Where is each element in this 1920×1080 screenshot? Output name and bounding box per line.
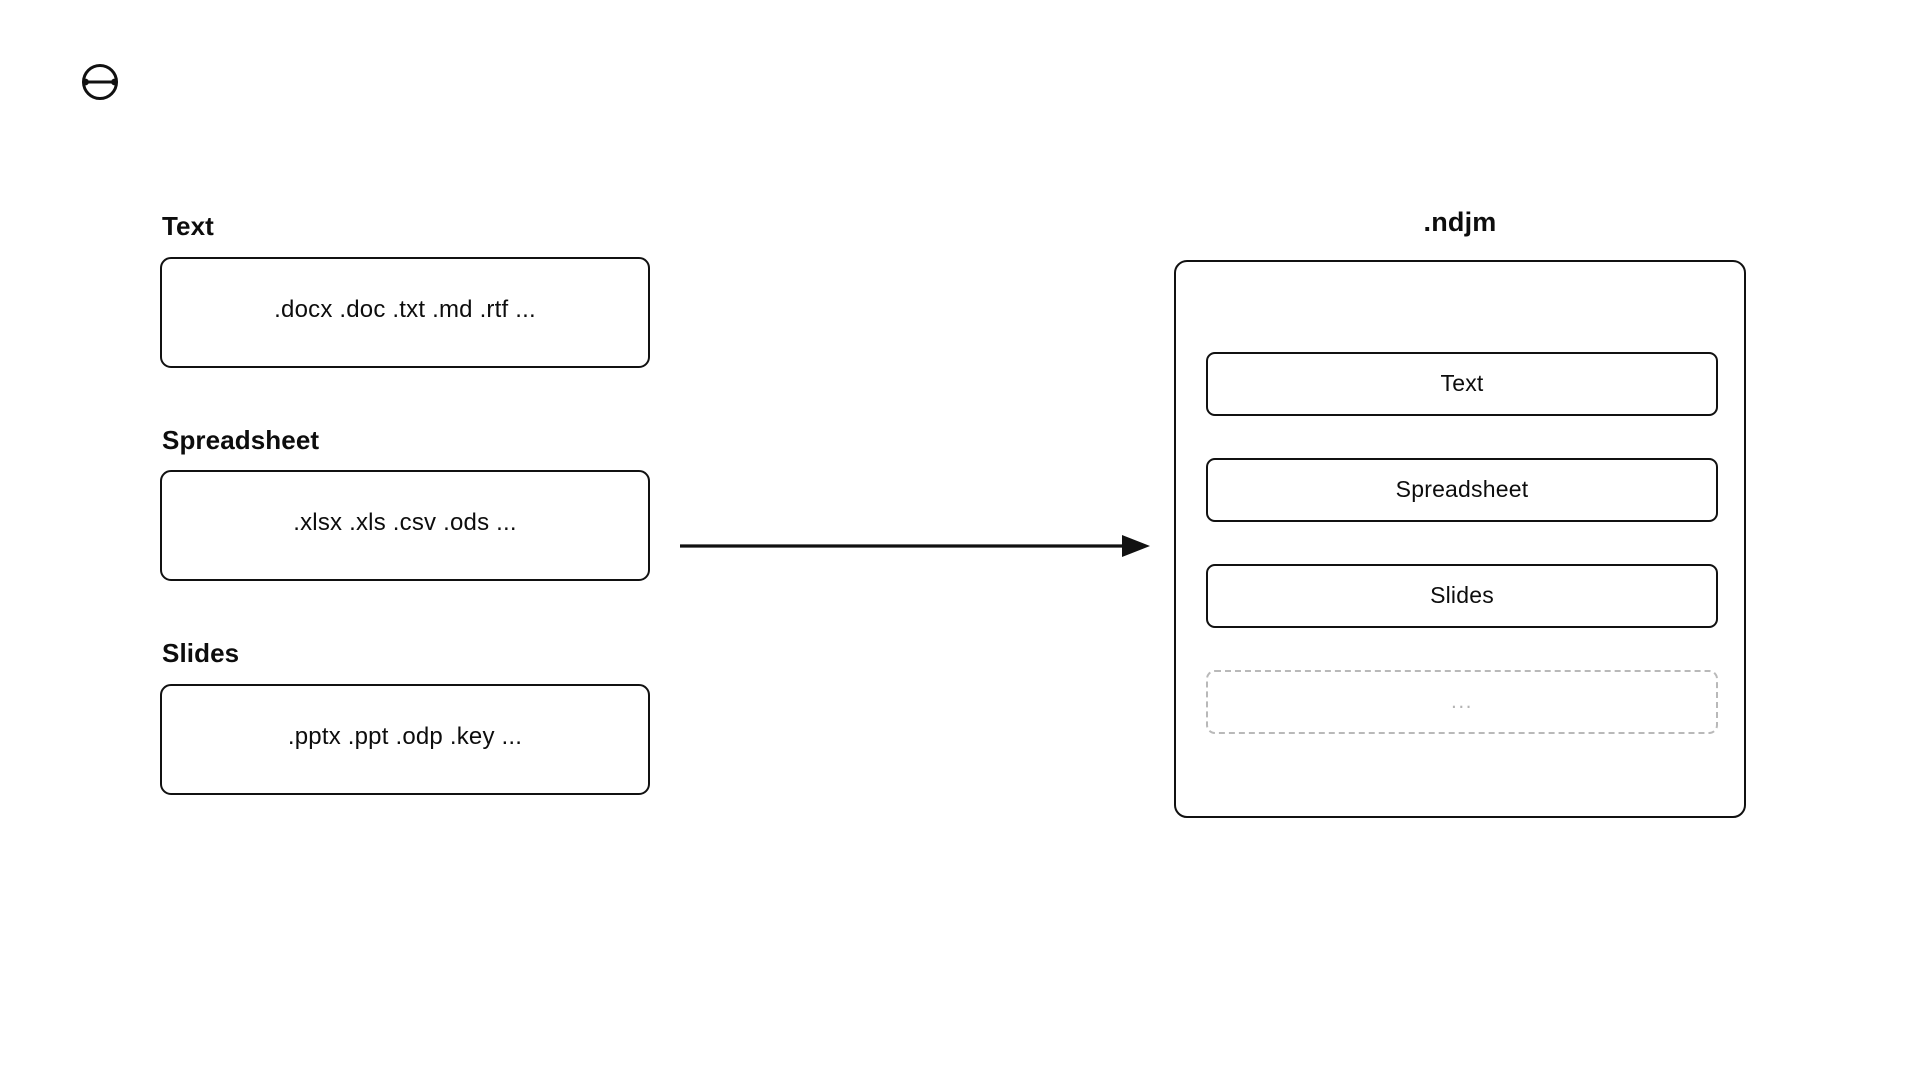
target-format-panel: .ndjm Text Spreadsheet Slides ... bbox=[1174, 207, 1746, 818]
transform-arrow bbox=[680, 520, 1150, 572]
source-group-label-spreadsheet: Spreadsheet bbox=[162, 424, 320, 455]
source-group-text: Text .docx .doc .txt .md .rtf ... bbox=[160, 212, 660, 368]
target-slot-label: Text bbox=[1440, 370, 1484, 397]
source-extensions-box-text: .docx .doc .txt .md .rtf ... bbox=[160, 256, 650, 368]
target-slot-text: Text bbox=[1206, 351, 1718, 416]
source-group-label-text: Text bbox=[162, 211, 214, 241]
source-extensions-text: .xlsx .xls .csv .ods ... bbox=[293, 509, 517, 537]
target-slot-placeholder: ... bbox=[1206, 669, 1718, 734]
brand-logo bbox=[78, 60, 122, 104]
source-extensions-box-spreadsheet: .xlsx .xls .csv .ods ... bbox=[160, 470, 650, 582]
target-slot-label: Spreadsheet bbox=[1395, 476, 1529, 503]
source-formats-column: Text .docx .doc .txt .md .rtf ... Spread… bbox=[160, 212, 660, 795]
circle-bar-logo-icon bbox=[82, 64, 118, 100]
source-group-label-slides: Slides bbox=[162, 638, 240, 669]
target-slot-spreadsheet: Spreadsheet bbox=[1206, 457, 1718, 522]
target-slot-slides: Slides bbox=[1206, 563, 1718, 628]
source-extensions-text: .docx .doc .txt .md .rtf ... bbox=[274, 295, 536, 323]
target-slot-placeholder-label: ... bbox=[1450, 689, 1473, 713]
source-group-spreadsheet: Spreadsheet .xlsx .xls .csv .ods ... bbox=[160, 424, 660, 582]
source-extensions-box-slides: .pptx .ppt .odp .key ... bbox=[160, 683, 650, 795]
right-arrow-icon bbox=[680, 535, 1150, 557]
target-format-title: .ndjm bbox=[1423, 207, 1497, 237]
source-group-slides: Slides .pptx .ppt .odp .key ... bbox=[160, 639, 660, 795]
target-slot-label: Slides bbox=[1430, 582, 1494, 609]
source-extensions-text: .pptx .ppt .odp .key ... bbox=[287, 722, 523, 750]
target-format-container: Text Spreadsheet Slides ... bbox=[1174, 259, 1746, 818]
